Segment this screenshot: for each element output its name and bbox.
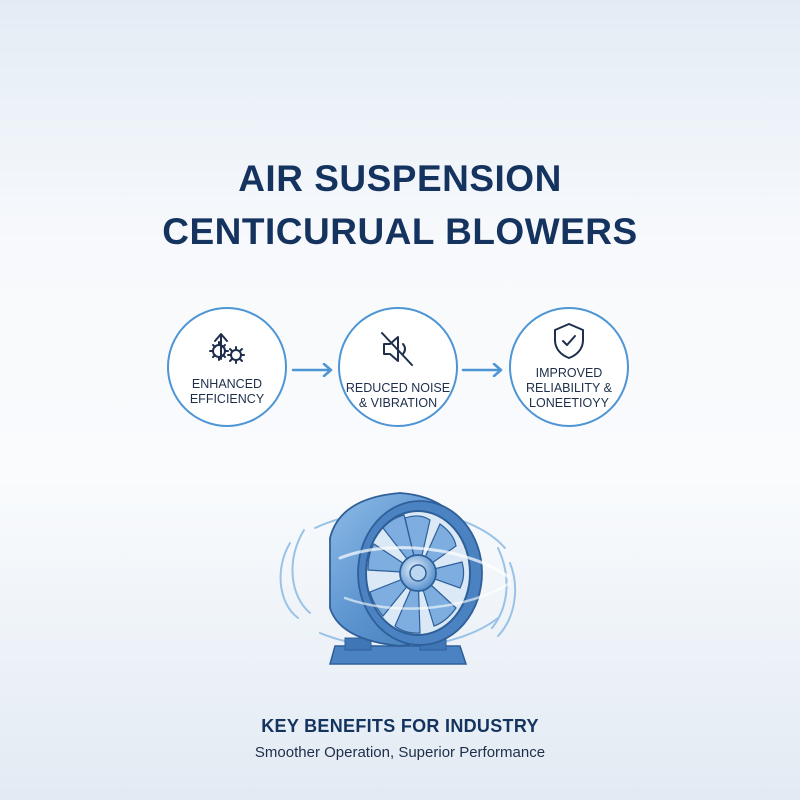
- arrow-right-icon: [461, 363, 503, 377]
- benefit-noise: REDUCED NOISE & VIBRATION: [338, 307, 458, 427]
- benefit-label-line: RELIABILITY &: [526, 381, 612, 395]
- benefit-reliability: IMPROVED RELIABILITY & LONEETIOYY: [509, 307, 629, 427]
- shield-check-icon: [554, 323, 584, 359]
- page-title: AIR SUSPENSION CENTICURUAL BLOWERS: [0, 152, 800, 258]
- footer-tagline: Smoother Operation, Superior Performance: [254, 744, 546, 761]
- benefit-label-line: ENHANCED: [191, 377, 263, 391]
- benefit-label-line: LONEETIOYY: [529, 396, 609, 410]
- arrow-right-icon: [291, 363, 333, 377]
- benefit-label-line: & VIBRATION: [358, 396, 438, 410]
- benefit-label-line: EFFICIENCY: [189, 392, 265, 406]
- benefit-efficiency: ENHANCED EFFICIENCY: [167, 307, 287, 427]
- title-line-2: CENTICURUAL BLOWERS: [162, 211, 638, 252]
- title-line-1: AIR SUSPENSION: [238, 158, 562, 199]
- blower-fan-illustration: [279, 492, 517, 665]
- benefit-label-line: IMPROVED: [535, 366, 603, 380]
- footer-heading: KEY BENEFITS FOR INDUSTRY: [261, 716, 539, 736]
- benefit-label-line: REDUCED NOISE: [345, 381, 451, 395]
- muted-speaker-icon: [381, 332, 413, 366]
- gears-up-arrow-icon: [209, 333, 245, 364]
